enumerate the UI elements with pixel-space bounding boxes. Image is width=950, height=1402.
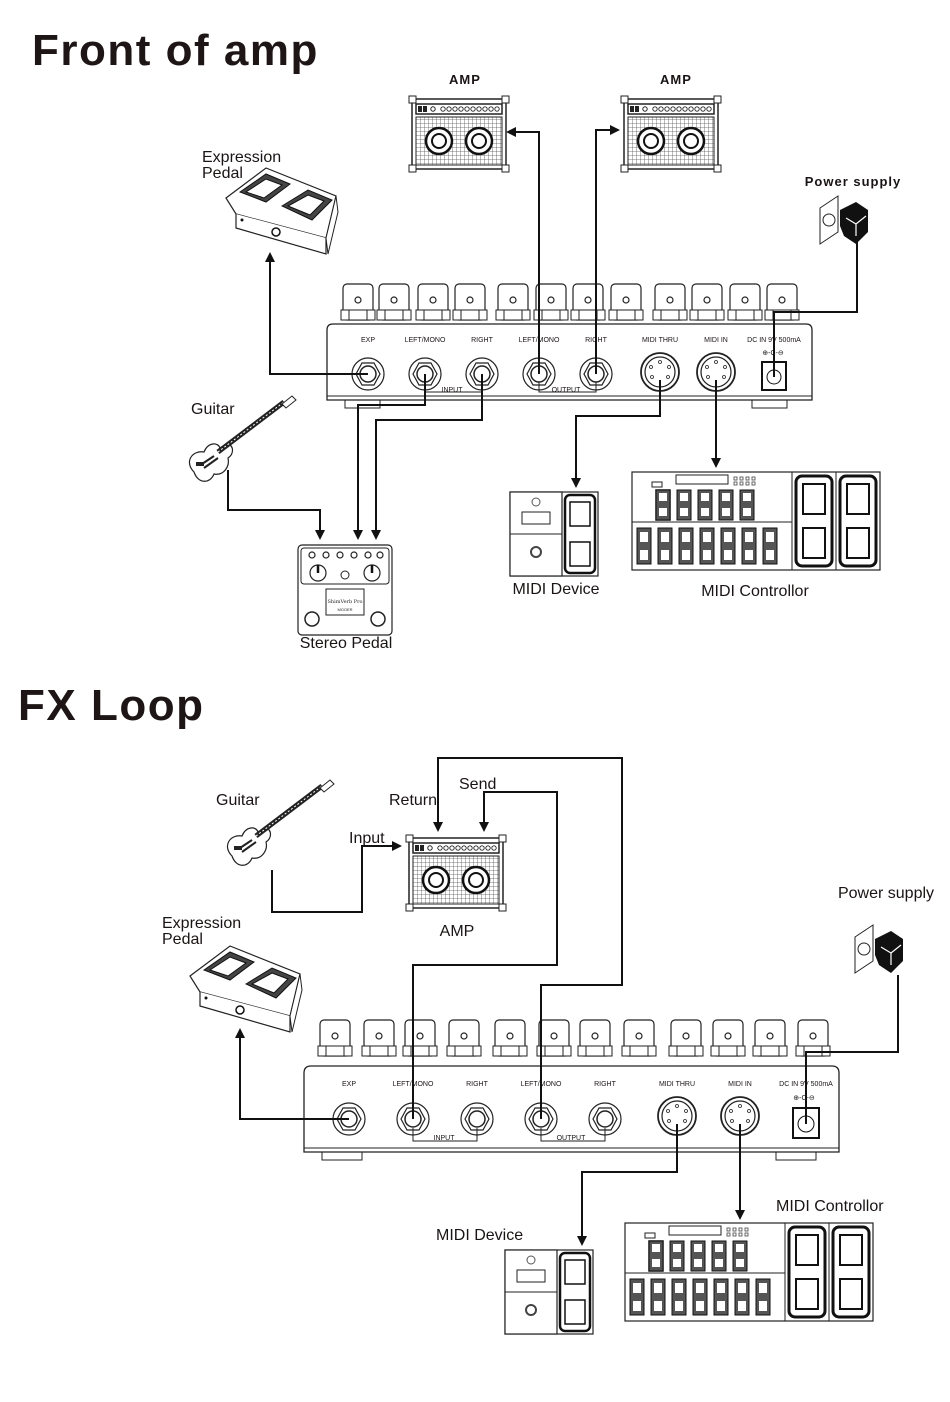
guitar-label: Guitar — [216, 792, 260, 809]
expression-pedal-label-line1: Expression — [202, 149, 281, 166]
jack-label-input-right: RIGHT — [466, 1081, 489, 1088]
power-adapter-icon — [854, 924, 904, 974]
amp-right-label: AMP — [660, 72, 692, 87]
cables-front-of-amp — [227, 125, 858, 540]
amp-icon — [619, 94, 723, 174]
amp-label: AMP — [440, 923, 475, 940]
jack-label-midi-in: MIDI IN — [704, 337, 728, 344]
power-adapter-icon — [819, 195, 869, 245]
power-supply-label: Power supply — [838, 885, 934, 902]
jack-label-exp: EXP — [342, 1081, 356, 1088]
cables-fx-loop — [235, 757, 899, 1246]
stereo-pedal-icon — [296, 543, 394, 637]
amp-input-label: Input — [349, 830, 385, 847]
switcher-knobs — [317, 1019, 831, 1057]
section-title-fx-loop: FX Loop — [18, 681, 204, 730]
output-group-label: OUTPUT — [557, 1135, 587, 1142]
midi-device-label: MIDI Device — [512, 581, 599, 598]
expression-pedal-label-line2: Pedal — [202, 165, 243, 182]
midi-controller-icon — [623, 1221, 875, 1323]
midi-controller-icon — [630, 470, 882, 572]
midi-controller-label: MIDI Controllor — [776, 1198, 884, 1215]
power-supply-label: Power supply — [805, 174, 902, 189]
switcher-knobs — [340, 283, 800, 321]
guitar-label: Guitar — [191, 401, 235, 418]
switcher-unit — [303, 1065, 840, 1161]
dc-polarity-symbol: ⊕-C-⊖ — [793, 1095, 815, 1102]
expression-pedal-label-line1: Expression — [162, 915, 241, 932]
stereo-pedal-label: Stereo Pedal — [300, 635, 393, 652]
expression-pedal-label-line2: Pedal — [162, 931, 203, 948]
jack-label-midi-in: MIDI IN — [728, 1081, 752, 1088]
output-group-label: OUTPUT — [552, 387, 582, 394]
switcher-unit — [326, 323, 813, 409]
midi-controller-label: MIDI Controllor — [701, 583, 809, 600]
amp-icon — [404, 833, 508, 913]
jack-label-output-right: RIGHT — [594, 1081, 617, 1088]
input-group-label: INPUT — [434, 1135, 456, 1142]
midi-device-label: MIDI Device — [436, 1227, 523, 1244]
amp-return-label: Return — [389, 792, 437, 809]
midi-device-icon — [508, 490, 600, 578]
section-title-front-of-amp: Front of amp — [32, 26, 319, 75]
midi-device-icon — [503, 1248, 595, 1336]
jack-label-input-left: LEFT/MONO — [405, 337, 446, 344]
jack-label-exp: EXP — [361, 337, 375, 344]
input-group-label: INPUT — [442, 387, 464, 394]
jack-label-midi-thru: MIDI THRU — [642, 337, 678, 344]
jack-label-midi-thru: MIDI THRU — [659, 1081, 695, 1088]
jack-label-input-right: RIGHT — [471, 337, 494, 344]
amp-send-label: Send — [459, 776, 496, 793]
amp-icon — [407, 94, 511, 174]
expression-pedal-icon — [189, 945, 303, 1033]
amp-left-label: AMP — [449, 72, 481, 87]
